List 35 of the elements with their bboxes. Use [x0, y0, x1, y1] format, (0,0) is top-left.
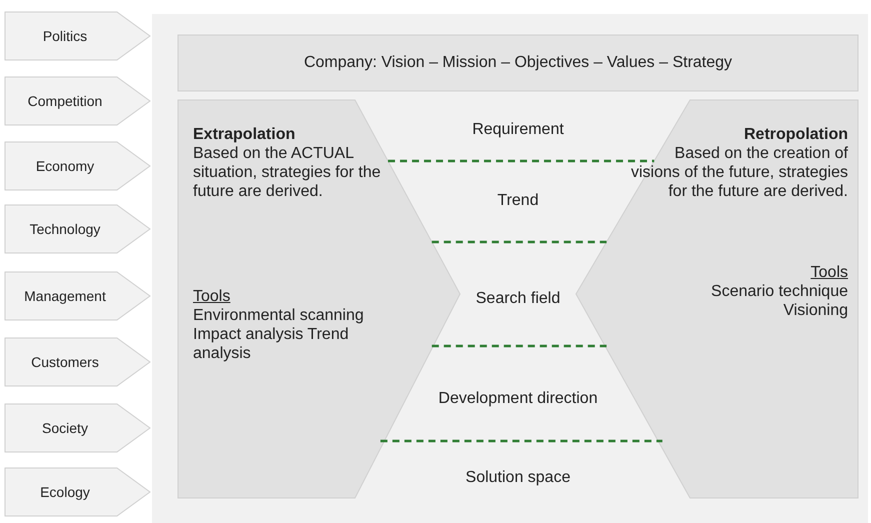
- chevron-box: [5, 205, 150, 253]
- panel-text: Environmental scanning Impact analysis Trend analysis: [193, 306, 365, 363]
- factor-label: Technology: [28, 220, 102, 239]
- factor-label: Economy: [34, 157, 96, 176]
- dashed-line: [380, 440, 662, 442]
- band-label: Solution space: [464, 468, 572, 487]
- band-label: Trend: [496, 191, 540, 210]
- chevron-box: [5, 12, 150, 60]
- dashed-line: [432, 240, 607, 244]
- header-bar: [178, 35, 858, 91]
- panel-text: Scenario technique Visioning: [710, 282, 848, 320]
- tools-heading: Tools: [810, 263, 848, 282]
- band-label: Development direction: [437, 389, 599, 408]
- factor-label: Society: [41, 419, 89, 438]
- panel-heading: Retropolation: [743, 125, 848, 144]
- chevron-box: [5, 338, 150, 386]
- factor-label: Customers: [30, 353, 100, 372]
- factor-label: Competition: [26, 92, 104, 111]
- chevron-box: [5, 468, 150, 516]
- chevron-box: [5, 77, 150, 125]
- factor-label: Management: [23, 287, 107, 306]
- panel-heading: Extrapolation: [193, 125, 296, 144]
- factor-label: Politics: [42, 27, 88, 46]
- factor-label: Ecology: [39, 483, 91, 502]
- dashed-line: [388, 160, 654, 162]
- panel-text: Based on the creation of visions of the future, strategies for the future are derived.: [630, 144, 848, 201]
- band-label: Search field: [474, 289, 562, 308]
- band-label: Requirement: [471, 120, 565, 139]
- tools-heading: Tools: [193, 287, 232, 306]
- panel-text: Based on the ACTUAL situation, strategies for the future are derived.: [193, 144, 382, 201]
- chevron-box: [5, 272, 150, 320]
- chevron-box: [5, 404, 150, 452]
- header-text: Company: Vision – Mission – Objectives – Values – Strategy: [302, 53, 734, 72]
- chevron-box: [5, 142, 150, 190]
- dashed-line: [432, 344, 607, 348]
